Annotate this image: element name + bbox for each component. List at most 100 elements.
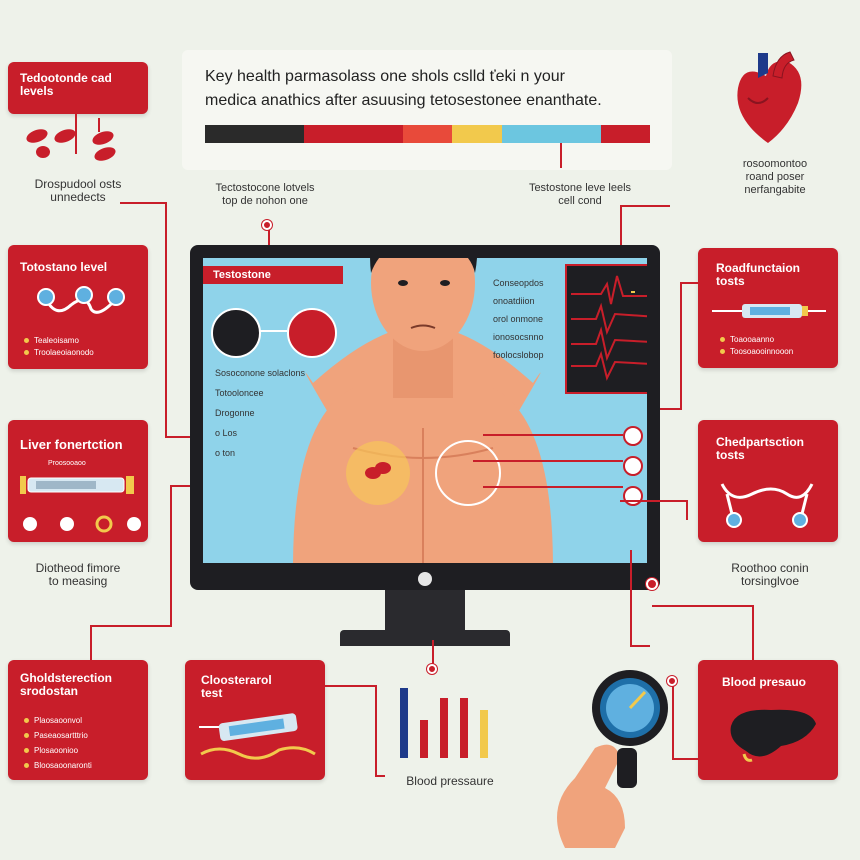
monitor-base [340, 630, 510, 646]
screen-right-text: ionosocsnno [493, 332, 544, 342]
card-title: Tedootonde cad levels [20, 71, 112, 98]
bullet-dot [24, 733, 29, 738]
card-cholesterol-tests[interactable]: Chedpartsction tosts [698, 420, 838, 542]
color-bar-segment [551, 125, 601, 143]
color-bar-segment [303, 125, 354, 143]
card-road-function[interactable]: Roadfunctaion tosts Toaooaanno Toosoaooi… [698, 248, 838, 368]
screen-left-text: Sosoconone solaclons [215, 368, 306, 378]
connector [620, 500, 686, 502]
label-testo-levels-right: Testostone leve leels cell cond [528, 182, 632, 207]
card-testosterone-levels[interactable]: Tedootonde cad levels [8, 62, 148, 114]
connector [752, 605, 754, 660]
connector-dot [646, 578, 658, 590]
connector [90, 625, 172, 627]
card-blood-pressure[interactable]: Blood presauo [698, 660, 838, 780]
label-blood-pressure: Blood pressaure [406, 774, 494, 788]
screen-right-text: foolocslobop [493, 350, 544, 360]
connector-dot [262, 220, 272, 230]
label-blood: Diotheod fimore to measing [35, 561, 121, 588]
connector-dot [667, 676, 677, 686]
screen-connector [483, 434, 623, 436]
connector [660, 408, 682, 410]
bullet-dot [24, 763, 29, 768]
connector [686, 500, 688, 520]
bullet-dot [720, 349, 725, 354]
label-resonance: rosoomontoo roand poser nerfangabite [742, 158, 808, 196]
header-tick [560, 143, 562, 168]
screen-right-text: orol onmone [493, 314, 544, 324]
bar-chart-icon [400, 688, 488, 758]
monitor-neck [385, 590, 465, 636]
label-testo-levels-left: Tectostocone lotvels top de nohon one [215, 182, 315, 207]
ecg-icon [571, 275, 647, 381]
connector [170, 485, 172, 625]
card-title: Totostano level [20, 260, 108, 274]
bullet-dot [24, 350, 29, 355]
color-bar-segment [600, 125, 650, 143]
header-panel [182, 50, 672, 170]
color-bar-segment [452, 125, 502, 143]
card-title: Chedpartsction tosts [716, 435, 805, 462]
screen-divider [259, 330, 287, 332]
red-circle [287, 308, 337, 358]
bullet-dot [24, 718, 29, 723]
card-title: Cloosterarol test [201, 673, 272, 700]
bullet-dot [24, 748, 29, 753]
card-title: Liver fonertction [20, 437, 123, 452]
card-cholesterol-test[interactable]: Cloosterarol test [185, 660, 325, 780]
stethoscope-icon [37, 286, 125, 314]
connector [120, 202, 165, 204]
connector-dot [427, 664, 437, 674]
connector [620, 205, 670, 207]
screen-right-text: Conseopdos [493, 278, 544, 288]
bullet-2: Troolaeoiaonodo [34, 348, 94, 357]
bullet-2: Toosoaooinnooon [730, 347, 794, 356]
card-subtitle: Proosooaoo [48, 460, 86, 467]
screen-connector [473, 460, 623, 462]
bullet-dot [24, 338, 29, 343]
monitor-power[interactable] [418, 572, 432, 586]
connector [375, 685, 377, 775]
connector [672, 680, 674, 760]
screen-left-text: o Los [215, 428, 238, 438]
connector [268, 228, 270, 260]
card-title: Gholdsterection srodostan [20, 671, 113, 698]
black-circle [211, 308, 261, 358]
screen-connector [483, 486, 623, 488]
gauge-icon[interactable] [505, 668, 685, 848]
bullet-dot [720, 337, 725, 342]
connector [90, 625, 92, 660]
card-title: Roadfunctaion tosts [716, 261, 800, 288]
card-liver-function[interactable]: Liver fonertction Proosooaoo [8, 420, 148, 542]
screen-left-text: o ton [215, 448, 236, 458]
heart-icon [737, 51, 802, 143]
syringe-icon [199, 713, 316, 760]
connector [325, 685, 375, 687]
connector [375, 775, 385, 777]
stethoscope-icon [720, 483, 814, 528]
screen-right-text: onoatdiion [493, 296, 535, 306]
bullet-text: Paseaosartttrio [34, 731, 88, 740]
bullet-1: Toaooaanno [730, 335, 775, 344]
color-bar-segment [254, 125, 304, 143]
header-line-2: medica anathics after asuusing tetosesto… [205, 92, 602, 109]
screen-tab[interactable]: Testostone [203, 266, 343, 284]
connector [680, 282, 698, 284]
connector [165, 202, 167, 436]
screen-left-text: Drogonne [215, 408, 255, 418]
connector [75, 114, 77, 154]
bullet-1: Tealeoisamo [34, 336, 79, 345]
color-bar-segment [205, 125, 255, 143]
syringe-icon [712, 304, 826, 318]
connector [680, 282, 682, 410]
color-bar [205, 125, 650, 143]
card-testosterone-level[interactable]: Totostano level Tealeoisamo Troolaeoiaon… [8, 245, 148, 369]
connector [652, 605, 752, 607]
bullet-text: Bloosaoonaronti [34, 761, 92, 770]
blood-cells-icon [26, 118, 116, 161]
bullet-text: Plaosaoonvol [34, 716, 83, 725]
connector [630, 550, 632, 645]
connector [630, 645, 650, 647]
